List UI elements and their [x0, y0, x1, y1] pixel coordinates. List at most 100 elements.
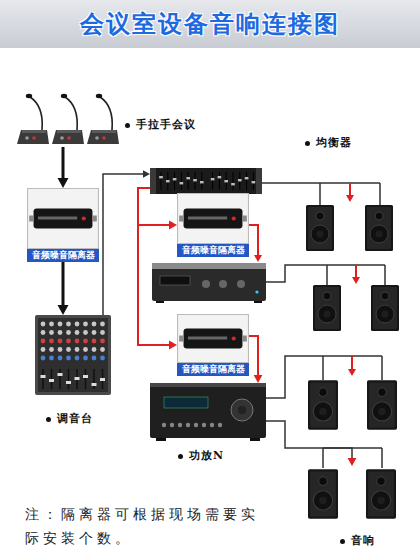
illustration-part — [188, 217, 227, 220]
illustration-part — [161, 172, 162, 190]
connector-line — [62, 147, 65, 181]
illustration-part — [150, 168, 262, 194]
illustration-part — [218, 423, 222, 427]
illustration-part — [308, 469, 338, 518]
signal-connector — [249, 336, 262, 383]
illustration-part — [49, 356, 54, 361]
illustration-part — [193, 179, 197, 181]
arrow-head — [58, 178, 69, 188]
illustration-part — [237, 280, 245, 288]
illustration-part — [256, 168, 262, 194]
illustration-part — [57, 130, 81, 133]
speaker-wires — [262, 183, 385, 468]
illustration-part — [66, 347, 71, 352]
illustration-part — [100, 378, 105, 381]
illustration-part — [152, 263, 266, 269]
illustration-part — [66, 381, 71, 384]
illustration-part — [75, 330, 80, 335]
illustration-part — [26, 94, 32, 98]
illustration-part — [75, 356, 80, 361]
noise-isolator: 音频噪音隔离器 — [27, 188, 99, 262]
arrow-head — [143, 170, 150, 178]
illustration-part — [28, 189, 99, 249]
illustration-part — [92, 339, 97, 344]
illustration-part — [49, 330, 54, 335]
illustration-part — [245, 177, 249, 179]
speaker-pairs — [306, 205, 399, 430]
footnote: 注：隔离器可根据现场需要实际安装个数。 — [25, 502, 270, 550]
signal-arrows — [246, 183, 360, 376]
illustration-part — [255, 290, 258, 293]
illustration-part — [202, 280, 210, 288]
illustration-part — [178, 315, 249, 363]
illustration-part — [82, 217, 86, 221]
device-tag: 音频噪音隔离器 — [177, 244, 249, 257]
illustration-part — [38, 318, 108, 392]
illustration-part — [66, 339, 71, 344]
illustration-part — [242, 336, 246, 342]
device-picture — [150, 383, 266, 441]
illustration-part — [87, 130, 119, 144]
illustration-part — [58, 339, 63, 344]
signal-connector — [58, 262, 69, 315]
illustration-part — [41, 322, 46, 327]
illustration-part — [100, 347, 105, 352]
illustration-part — [246, 172, 247, 190]
illustration-part — [41, 347, 46, 352]
illustration-part — [232, 337, 236, 341]
device-picture — [15, 92, 120, 147]
illustration-part — [38, 217, 77, 220]
illustration-part — [164, 397, 208, 408]
illustration-part — [266, 265, 385, 285]
illustration-part — [49, 322, 54, 327]
illustration-part — [92, 130, 116, 133]
illustration-part — [210, 423, 214, 427]
illustration-part — [66, 330, 71, 335]
illustration-part — [178, 423, 182, 427]
illustration-part — [150, 168, 156, 194]
illustration-part — [186, 177, 190, 179]
illustration-part — [25, 136, 29, 140]
illustration-part — [92, 383, 97, 386]
illustration-part — [83, 375, 88, 378]
device-tag: 音频噪音隔离器 — [177, 363, 249, 376]
illustration-part — [92, 347, 97, 352]
illustration-part — [179, 336, 183, 342]
device-label: 调音台 — [46, 412, 93, 426]
illustration-part — [67, 136, 71, 140]
device-label: 均衡器 — [305, 136, 352, 150]
illustration-part — [250, 438, 260, 441]
illustration-part — [313, 285, 341, 331]
illustration-part — [219, 280, 227, 288]
illustration-part — [60, 136, 64, 140]
illustration-part — [58, 356, 63, 361]
illustration-part — [83, 322, 88, 327]
noise-isolator: 音频噪音隔离器 — [177, 314, 249, 376]
illustration-part — [75, 347, 80, 352]
illustration-part — [66, 356, 71, 361]
illustration-part — [180, 182, 184, 184]
illustration-part — [49, 347, 54, 352]
illustration-part — [355, 265, 357, 278]
illustration-part — [266, 356, 382, 398]
illustration-part — [371, 285, 399, 331]
illustration-part — [156, 438, 166, 441]
illustration-part — [159, 176, 163, 178]
illustration-part — [83, 339, 88, 344]
illustration-part — [41, 339, 46, 344]
illustration-part — [75, 377, 80, 380]
illustration-part — [156, 301, 164, 303]
illustration-part — [232, 217, 236, 221]
illustration-part — [41, 330, 46, 335]
illustration-part — [219, 172, 220, 190]
illustration-part — [212, 172, 213, 190]
illustration-part — [96, 94, 102, 98]
illustration-part — [100, 330, 105, 335]
illustration-part — [92, 216, 96, 222]
illustration-part — [200, 181, 204, 183]
illustration-part — [184, 209, 243, 229]
device-label: 音响 — [340, 534, 375, 548]
illustration-part — [58, 373, 63, 376]
illustration-part — [95, 136, 99, 140]
illustration-part — [160, 276, 190, 285]
